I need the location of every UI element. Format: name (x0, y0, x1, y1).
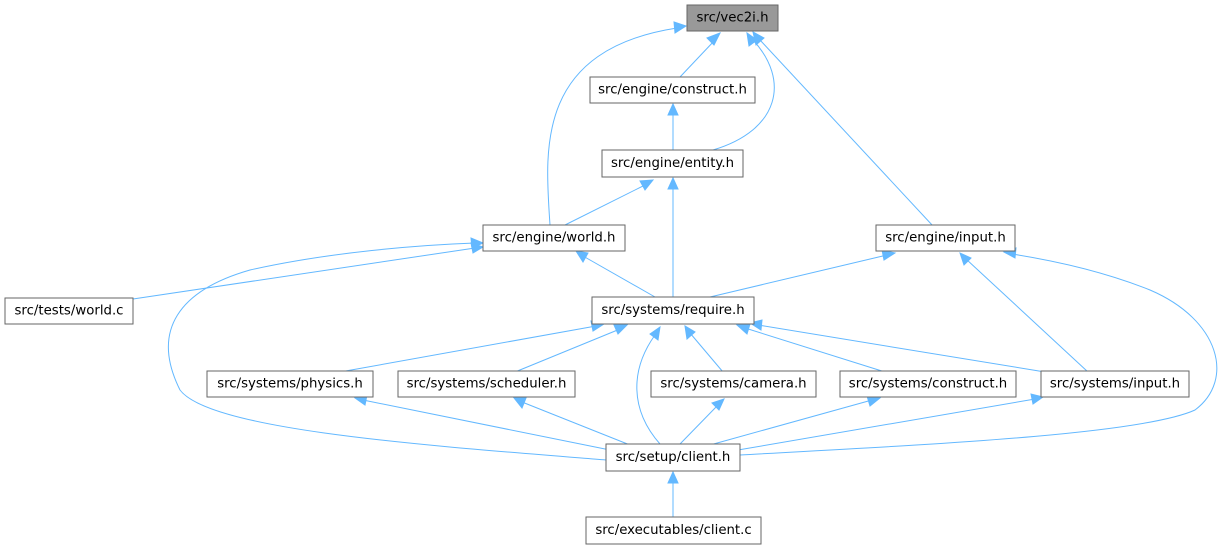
node-vec2i[interactable]: src/vec2i.h (686, 4, 779, 32)
edge-client-to-world (168, 242, 607, 461)
node-label-systems-physics: src/systems/physics.h (217, 377, 363, 392)
node-label-systems-scheduler: src/systems/scheduler.h (407, 377, 567, 392)
arrowhead-icon (711, 398, 725, 411)
node-label-systems-construct: src/systems/construct.h (849, 377, 1007, 392)
arrowhead-icon (613, 324, 629, 335)
arrowhead-icon (470, 237, 485, 249)
edges-layer (132, 21, 1218, 517)
edge-sys-input-to-require (757, 324, 1046, 373)
arrowhead-icon (746, 31, 758, 47)
node-label-systems-input: src/systems/input.h (1050, 377, 1180, 392)
edge-camera-to-require (689, 332, 724, 373)
node-engine-input[interactable]: src/engine/input.h (875, 224, 1016, 252)
edge-physics-to-require (339, 325, 597, 373)
node-executables-client[interactable]: src/executables/client.c (585, 516, 762, 545)
node-label-engine-construct: src/engine/construct.h (598, 83, 747, 98)
arrowhead-icon (667, 176, 679, 190)
node-label-executables-client: src/executables/client.c (595, 523, 751, 538)
edge-client-to-sys-construct (709, 399, 873, 446)
edge-tests-world-to-world (132, 247, 476, 300)
node-systems-physics[interactable]: src/systems/physics.h (206, 370, 374, 398)
node-label-tests-world: src/tests/world.c (15, 304, 124, 319)
edge-sys-input-to-input (965, 258, 1089, 373)
edge-client-to-scheduler (521, 401, 631, 446)
edge-world-to-vec2i (547, 27, 678, 226)
edge-client-to-camera (679, 404, 719, 445)
arrowhead-icon (673, 21, 688, 34)
edge-scheduler-to-require (514, 328, 621, 373)
node-label-vec2i: src/vec2i.h (696, 11, 768, 26)
edge-world-to-entity (564, 184, 646, 226)
node-systems-construct[interactable]: src/systems/construct.h (839, 370, 1017, 398)
node-label-systems-require: src/systems/require.h (601, 303, 744, 318)
node-label-engine-input: src/engine/input.h (885, 231, 1006, 246)
node-setup-client[interactable]: src/setup/client.h (605, 443, 741, 472)
edge-construct-to-vec2i (679, 39, 716, 78)
node-engine-entity[interactable]: src/engine/entity.h (601, 149, 744, 178)
node-label-setup-client: src/setup/client.h (616, 450, 731, 465)
arrowhead-icon (649, 325, 661, 341)
node-engine-construct[interactable]: src/engine/construct.h (589, 76, 756, 104)
arrowhead-icon (1030, 393, 1045, 405)
edge-client-to-physics (362, 399, 611, 451)
arrowhead-icon (959, 252, 972, 266)
edge-client-to-input (739, 253, 1218, 456)
nodes-layer: src/vec2i.h src/engine/construct.h src/e… (4, 4, 1190, 545)
edge-client-to-require (636, 334, 661, 445)
node-engine-world[interactable]: src/engine/world.h (482, 224, 626, 252)
edge-sys-construct-to-require (744, 327, 886, 373)
arrowhead-icon (684, 325, 696, 340)
arrowhead-icon (735, 323, 751, 335)
edge-client-to-sys-input (737, 398, 1036, 451)
node-label-engine-world: src/engine/world.h (493, 231, 616, 246)
edge-input-to-vec2i (759, 39, 934, 227)
node-systems-camera[interactable]: src/systems/camera.h (650, 370, 817, 398)
arrowhead-icon (706, 32, 722, 46)
edge-require-to-input (709, 254, 888, 298)
node-systems-require[interactable]: src/systems/require.h (591, 296, 755, 325)
arrowhead-icon (752, 31, 765, 46)
edge-entity-to-vec2i (712, 39, 775, 151)
node-label-systems-camera: src/systems/camera.h (660, 377, 806, 392)
node-label-engine-entity: src/engine/entity.h (611, 156, 734, 171)
edge-require-to-world (582, 255, 656, 298)
node-systems-scheduler[interactable]: src/systems/scheduler.h (397, 370, 576, 398)
arrowhead-icon (667, 470, 679, 484)
node-systems-input[interactable]: src/systems/input.h (1040, 370, 1190, 398)
arrowhead-icon (574, 250, 589, 263)
arrowhead-icon (639, 179, 655, 191)
node-tests-world[interactable]: src/tests/world.c (4, 297, 134, 325)
arrowhead-icon (512, 397, 527, 409)
arrowhead-icon (667, 102, 679, 116)
